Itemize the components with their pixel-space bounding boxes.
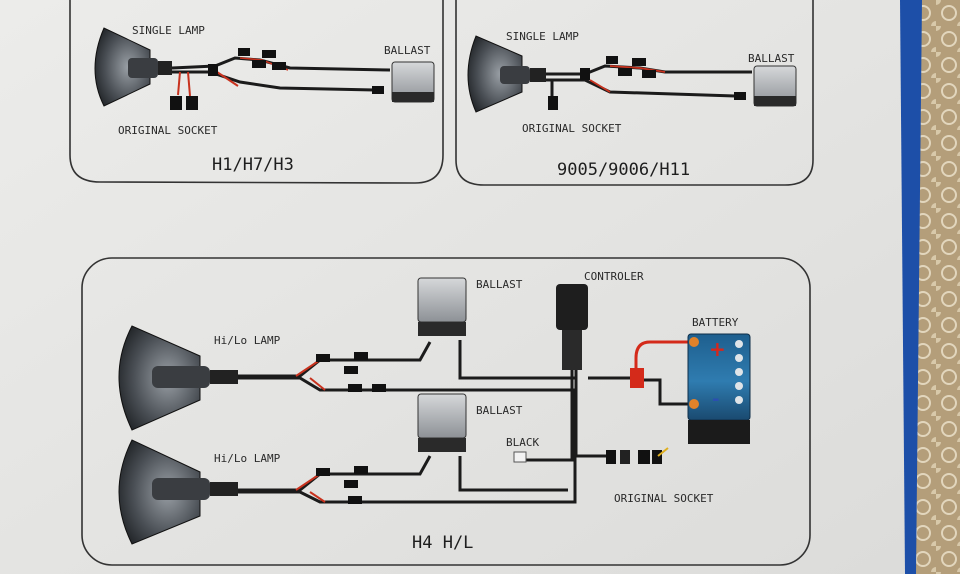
original-socket-icon xyxy=(170,96,182,110)
single-lamp-label: SINGLE LAMP xyxy=(132,24,205,37)
fuse-icon xyxy=(630,368,644,388)
single-lamp-label: SINGLE LAMP xyxy=(506,30,579,43)
connector xyxy=(354,352,368,360)
original-socket-icon xyxy=(606,447,669,464)
hi-lo-lamp-bottom-icon xyxy=(118,439,238,545)
controller-wire-top xyxy=(238,376,575,392)
hi-lo-lamp-top-label: Hi/Lo LAMP xyxy=(214,334,281,347)
connector xyxy=(252,60,266,68)
panel-title: 9005/9006/H11 xyxy=(557,160,690,180)
ballast-top-label: BALLAST xyxy=(476,278,523,291)
ballast-label: BALLAST xyxy=(384,44,431,57)
red-wire xyxy=(589,65,666,93)
connector xyxy=(580,68,590,80)
ballast-bottom-label: BALLAST xyxy=(476,404,523,417)
ballast-label: BALLAST xyxy=(748,52,795,65)
power-wire xyxy=(546,78,736,98)
connector xyxy=(642,70,656,78)
red-wire xyxy=(295,359,326,391)
battery-negative-wire xyxy=(644,378,694,406)
connector xyxy=(272,62,286,70)
panel-9005-9006-h11: SINGLE LAMP BALLAST ORIGINAL SOCKET 9005… xyxy=(455,0,814,186)
original-socket-icon xyxy=(186,96,198,110)
panel-title: H4 H/L xyxy=(412,533,473,553)
connector xyxy=(262,50,276,58)
connector xyxy=(208,64,218,76)
ballast-icon xyxy=(734,65,797,107)
connector xyxy=(632,58,646,66)
connector xyxy=(316,354,330,362)
controller-wire-bottom xyxy=(238,390,577,504)
black-label: BLACK xyxy=(506,436,539,449)
hi-lo-lamp-top-icon xyxy=(118,325,238,431)
red-wire xyxy=(295,473,326,503)
panel-border xyxy=(69,0,444,184)
battery-label: BATTERY xyxy=(692,316,739,329)
hi-lo-lamp-bottom-label: Hi/Lo LAMP xyxy=(214,452,281,465)
connector xyxy=(348,384,362,392)
ballast-icon xyxy=(372,61,435,103)
connector xyxy=(238,48,250,56)
connector xyxy=(316,468,330,476)
connector xyxy=(348,496,362,504)
panel-border xyxy=(81,257,811,566)
controller-label: CONTROLER xyxy=(584,270,644,283)
panel-title: H1/H7/H3 xyxy=(212,155,294,175)
single-lamp-icon xyxy=(467,35,546,113)
connector xyxy=(344,480,358,488)
original-socket-label: ORIGINAL SOCKET xyxy=(522,122,622,135)
connector xyxy=(606,56,618,64)
original-socket-icon xyxy=(548,96,558,110)
ballast-bottom-icon xyxy=(417,393,467,452)
ground-wire xyxy=(520,370,574,462)
connector xyxy=(372,384,386,392)
original-socket-label: ORIGINAL SOCKET xyxy=(614,492,714,505)
black-ground-terminal xyxy=(513,451,527,463)
controller-icon xyxy=(556,284,588,370)
battery-minus-sign: - xyxy=(712,389,719,410)
panel-border xyxy=(455,0,814,186)
original-socket-label: ORIGINAL SOCKET xyxy=(118,124,218,137)
panel-h4-hl: + - Hi/Lo LAMP Hi/Lo LAMP BALLAST BALLAS… xyxy=(81,257,811,566)
connector xyxy=(618,68,632,76)
power-wire xyxy=(172,70,376,92)
ballast-top-icon xyxy=(417,277,467,336)
panel-h1-h7-h3: SINGLE LAMP BALLAST ORIGINAL SOCKET H1/H… xyxy=(69,0,444,184)
connector xyxy=(344,366,358,374)
single-lamp-icon xyxy=(94,27,172,107)
battery-icon xyxy=(687,333,751,444)
connector xyxy=(354,466,368,474)
battery-plus-sign: + xyxy=(709,337,726,361)
battery-positive-wire xyxy=(634,340,694,378)
